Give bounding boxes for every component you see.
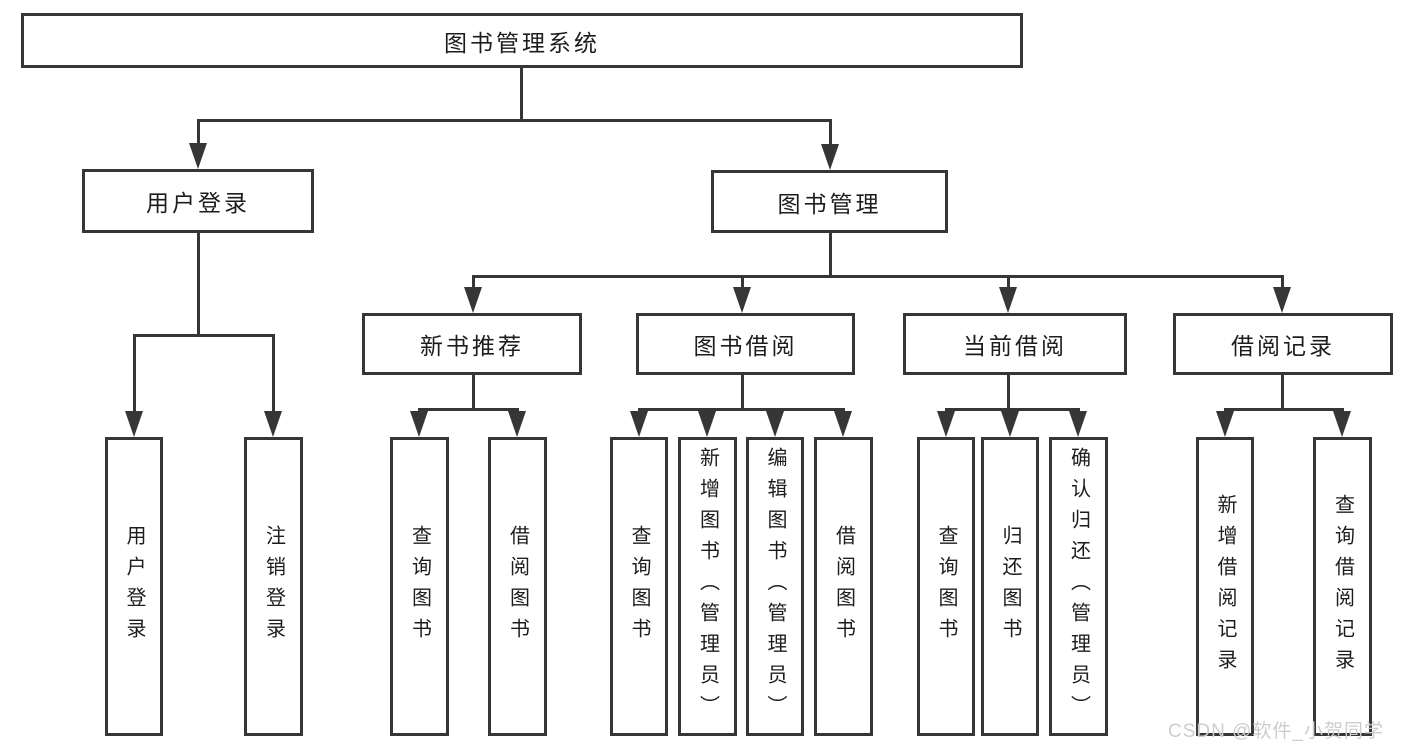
arrow-into-borrow-add-icon bbox=[698, 411, 716, 437]
arrow-into-leaf-logout-icon bbox=[264, 411, 282, 437]
node-new-book-recommendation: 新书推荐 bbox=[362, 313, 582, 375]
node-library-management-system: 图书管理系统 bbox=[21, 13, 1023, 68]
leaf-newbook-query-books: 查询图书 bbox=[390, 437, 449, 736]
arrow-into-user-login-icon bbox=[189, 143, 207, 169]
arrow-into-current-confirm-icon bbox=[1069, 411, 1087, 437]
connector-to-leaf-user-login-line bbox=[133, 334, 136, 413]
connector-user-login-bar bbox=[133, 334, 274, 337]
connector-current-borrowing-bar bbox=[945, 408, 1080, 411]
leaf-records-add-borrow-record: 新增借阅记录 bbox=[1196, 437, 1254, 736]
leaf-records-query-borrow-record: 查询借阅记录 bbox=[1313, 437, 1372, 736]
connector-borrowing-records-stem bbox=[1281, 375, 1284, 408]
leaf-newbook-borrow-books: 借阅图书 bbox=[488, 437, 547, 736]
leaf-current-return-books: 归还图书 bbox=[981, 437, 1039, 736]
connector-to-book-management-line bbox=[829, 119, 832, 148]
leaf-borrowing-edit-books-admin: 编辑图书（管理员） bbox=[746, 437, 804, 736]
leaf-borrowing-add-books-admin: 新增图书（管理员） bbox=[678, 437, 737, 736]
arrow-into-records-query-icon bbox=[1333, 411, 1351, 437]
connector-book-borrowing-bar bbox=[638, 408, 845, 411]
leaf-current-query-books: 查询图书 bbox=[917, 437, 975, 736]
node-book-management: 图书管理 bbox=[711, 170, 948, 233]
connector-root-stem bbox=[520, 68, 523, 121]
node-user-login: 用户登录 bbox=[82, 169, 314, 233]
connector-to-user-login-line bbox=[197, 119, 200, 147]
connector-borrowing-records-bar bbox=[1224, 408, 1344, 411]
arrow-into-current-return-icon bbox=[1001, 411, 1019, 437]
connector-new-book-bar bbox=[418, 408, 519, 411]
node-book-borrowing: 图书借阅 bbox=[636, 313, 855, 375]
arrow-into-newbook-borrow-icon bbox=[508, 411, 526, 437]
arrow-into-borrow-borrow-icon bbox=[834, 411, 852, 437]
arrow-into-borrow-edit-icon bbox=[766, 411, 784, 437]
connector-root-bar bbox=[197, 119, 832, 122]
leaf-borrowing-query-books: 查询图书 bbox=[610, 437, 668, 736]
arrow-into-current-borrowing-icon bbox=[999, 287, 1017, 313]
leaf-borrowing-borrow-books: 借阅图书 bbox=[814, 437, 873, 736]
node-borrowing-records: 借阅记录 bbox=[1173, 313, 1393, 375]
leaf-logout: 注销登录 bbox=[244, 437, 303, 736]
connector-new-book-stem bbox=[472, 375, 475, 408]
connector-to-new-book-line bbox=[472, 275, 475, 291]
connector-to-borrowing-records-line bbox=[1281, 275, 1284, 291]
node-current-borrowing: 当前借阅 bbox=[903, 313, 1127, 375]
leaf-user-login: 用户登录 bbox=[105, 437, 163, 736]
connector-current-borrowing-stem bbox=[1007, 375, 1010, 408]
connector-to-book-borrowing-line bbox=[741, 275, 744, 291]
connector-user-login-stem bbox=[197, 233, 200, 334]
arrow-into-records-add-icon bbox=[1216, 411, 1234, 437]
arrow-into-newbook-query-icon bbox=[410, 411, 428, 437]
arrow-into-leaf-user-login-icon bbox=[125, 411, 143, 437]
arrow-into-borrow-query-icon bbox=[630, 411, 648, 437]
leaf-current-confirm-return-admin: 确认归还（管理员） bbox=[1049, 437, 1108, 736]
connector-book-management-stem bbox=[829, 233, 832, 275]
arrow-into-borrowing-records-icon bbox=[1273, 287, 1291, 313]
connector-to-current-borrowing-line bbox=[1007, 275, 1010, 291]
connector-to-leaf-logout-line bbox=[272, 334, 275, 413]
arrow-into-current-query-icon bbox=[937, 411, 955, 437]
connector-book-management-bar bbox=[472, 275, 1284, 278]
csdn-watermark: CSDN @软件_小贺同学 bbox=[1168, 721, 1384, 742]
arrow-into-book-management-icon bbox=[821, 144, 839, 170]
arrow-into-book-borrowing-icon bbox=[733, 287, 751, 313]
connector-book-borrowing-stem bbox=[741, 375, 744, 408]
arrow-into-new-book-icon bbox=[464, 287, 482, 313]
